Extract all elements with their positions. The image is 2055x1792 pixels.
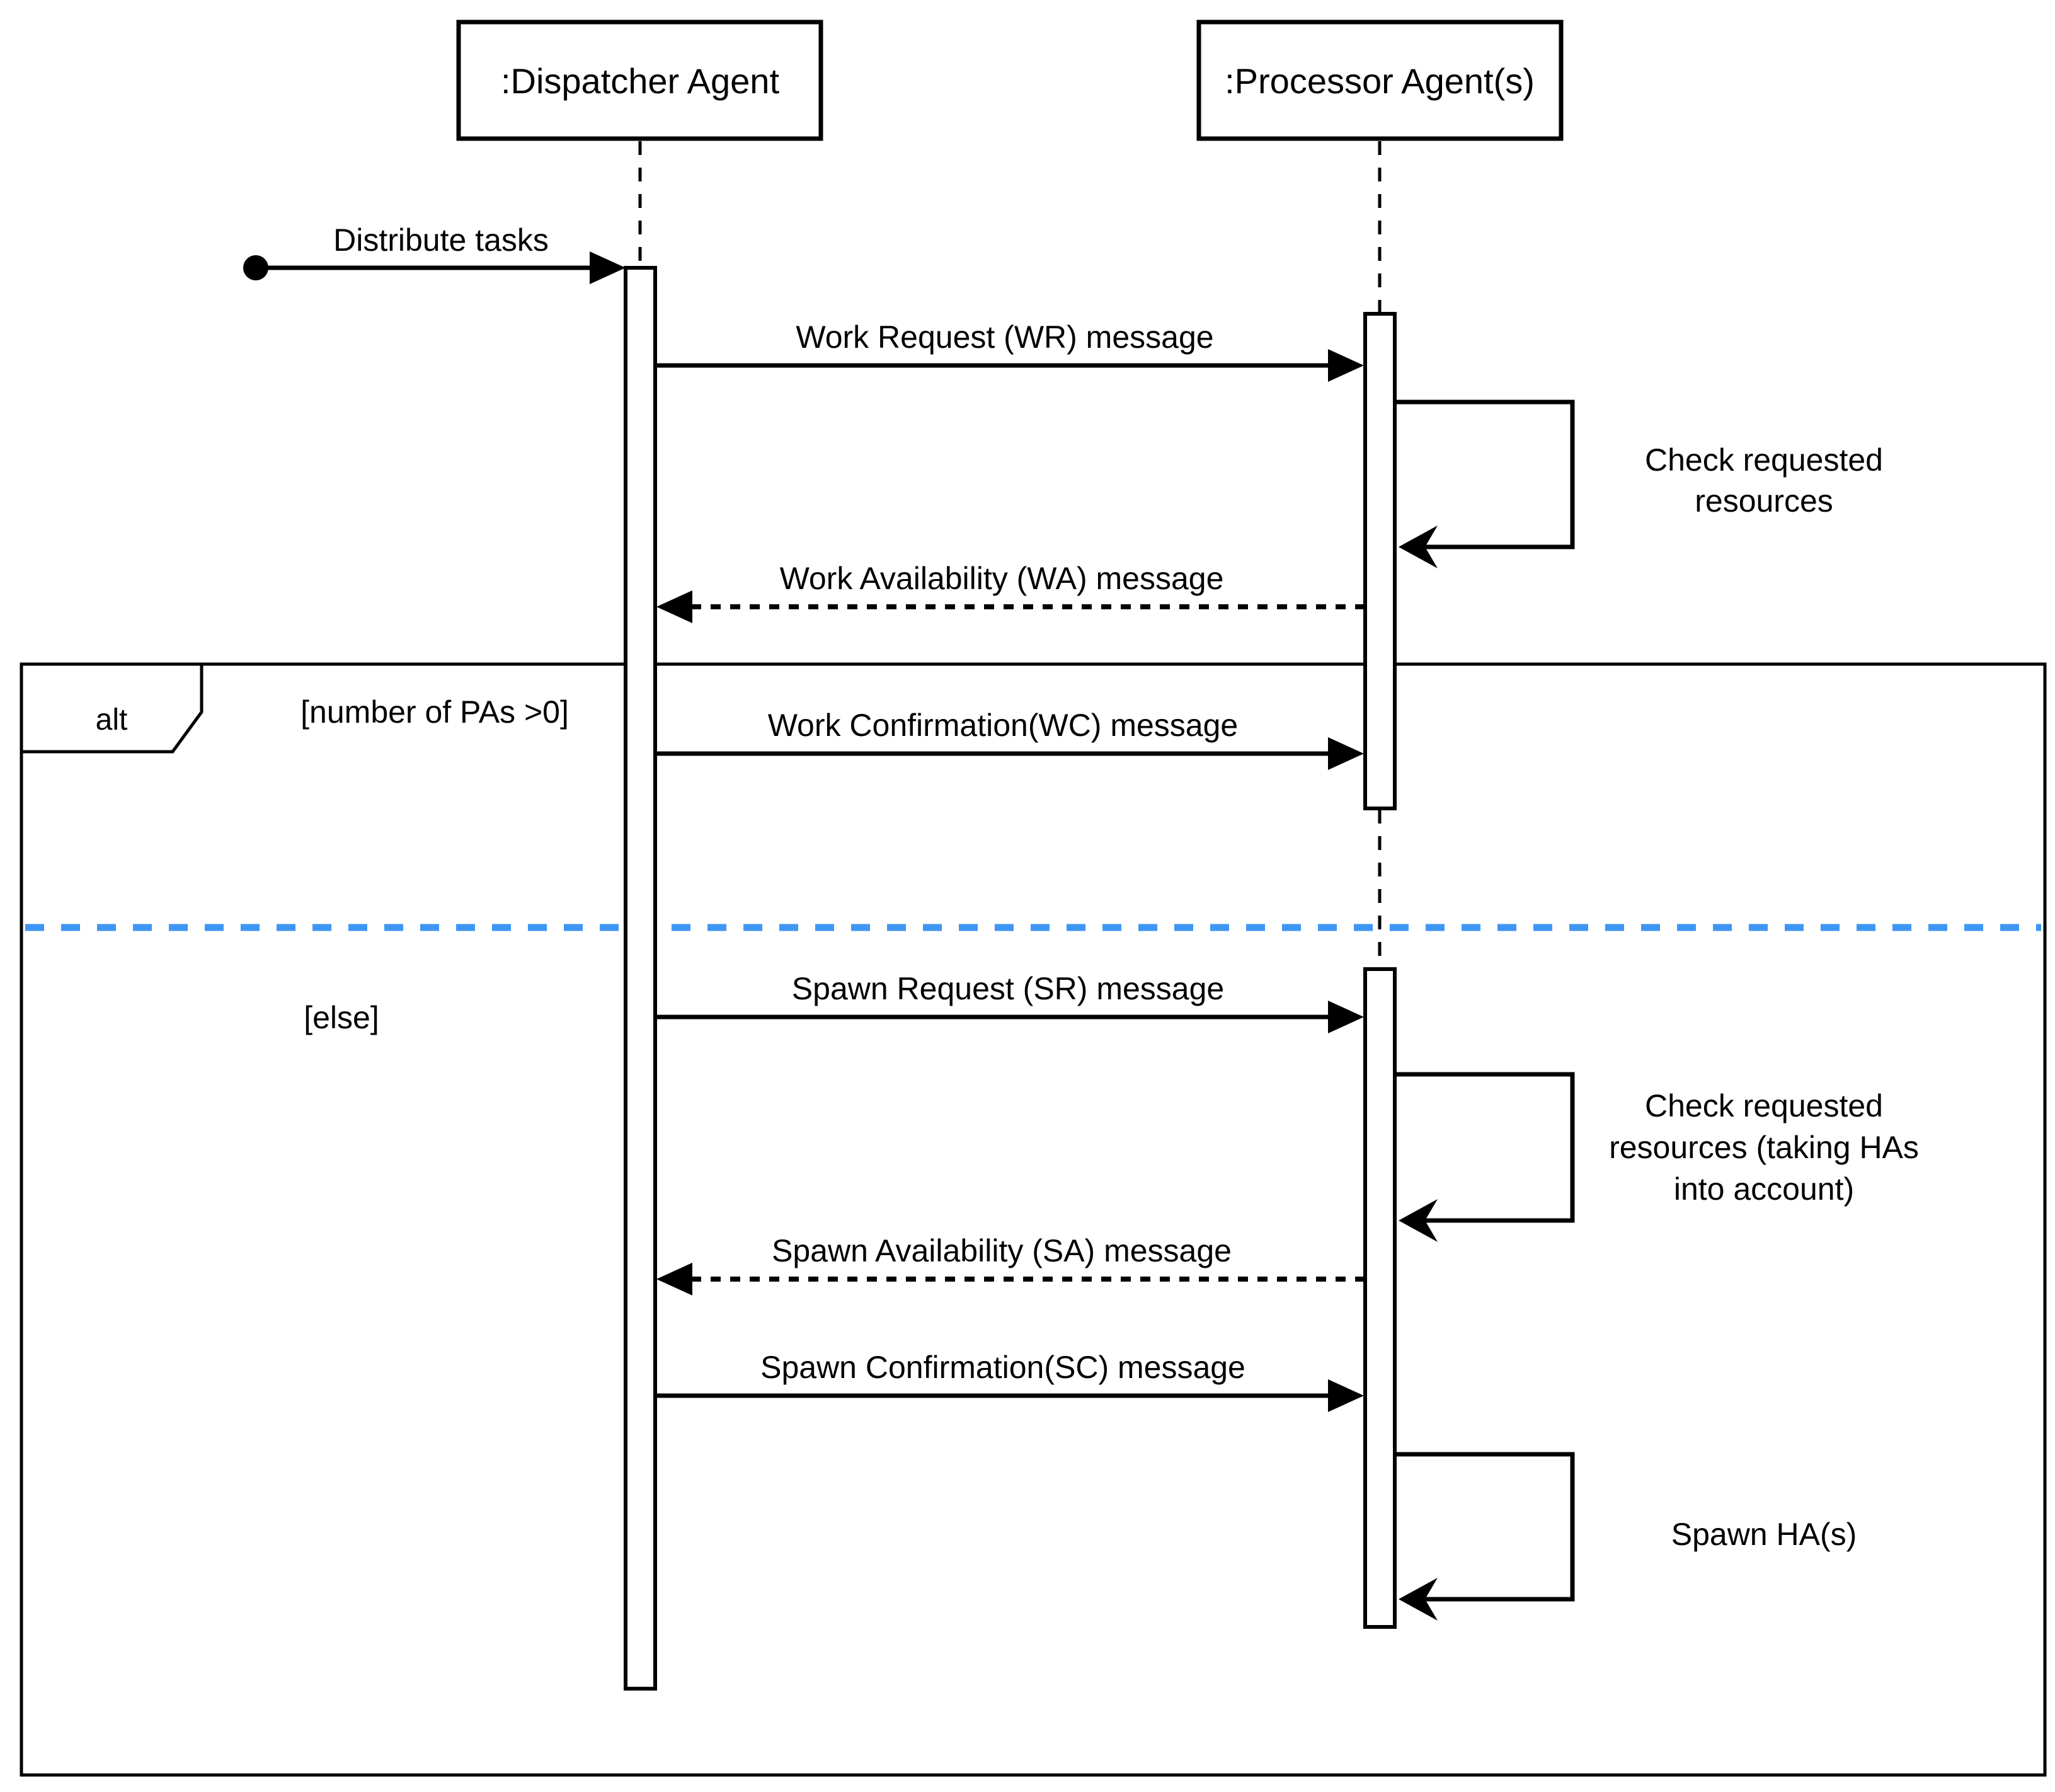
found-message-label: Distribute tasks	[333, 222, 549, 258]
self-message-2-line-1: Check requested	[1645, 1088, 1883, 1123]
arrowhead-return	[1399, 1199, 1438, 1242]
self-message-check-resources-has: Check requested resources (taking HAs in…	[1395, 1072, 1919, 1242]
self-message-1-line-1: Check requested	[1645, 442, 1883, 478]
arrowhead-return	[1399, 526, 1438, 568]
message-spawn-request: Spawn Request (SR) message	[655, 971, 1364, 1033]
arrowhead-left	[656, 1263, 692, 1295]
message-work-availability: Work Availability (WA) message	[656, 561, 1365, 623]
dispatcher-label: :Dispatcher Agent	[501, 61, 779, 101]
alt-guard-top: [number of PAs >0]	[301, 694, 569, 730]
self-message-3-line-1: Spawn HA(s)	[1671, 1517, 1857, 1552]
arrowhead-left	[656, 590, 692, 623]
arrowhead-right	[1328, 349, 1364, 382]
processor-label: :Processor Agent(s)	[1225, 61, 1535, 101]
message-spawn-confirmation: Spawn Confirmation(SC) message	[655, 1350, 1364, 1412]
self-message-spawn-ha: Spawn HA(s)	[1395, 1452, 1857, 1621]
message-spawn-availability-label: Spawn Availability (SA) message	[772, 1233, 1232, 1268]
arrowhead-right	[590, 251, 626, 284]
arrowhead-return	[1399, 1578, 1438, 1621]
alt-operator-label: alt	[96, 703, 128, 737]
processor-lifeline-header: :Processor Agent(s)	[1196, 20, 1564, 141]
self-message-2-line-3: into account)	[1674, 1171, 1854, 1207]
processor-activation-bar-1	[1363, 312, 1397, 810]
arrowhead-right	[1328, 1379, 1364, 1412]
dispatcher-activation-bar	[624, 266, 657, 1691]
self-message-1-line-2: resources	[1695, 483, 1833, 519]
message-spawn-availability: Spawn Availability (SA) message	[656, 1233, 1365, 1295]
alt-operator-pentagon	[20, 662, 203, 754]
message-work-request: Work Request (WR) message	[655, 319, 1364, 382]
dispatcher-lifeline-header: :Dispatcher Agent	[456, 20, 823, 141]
self-message-check-resources: Check requested resources	[1395, 399, 1883, 568]
message-work-request-label: Work Request (WR) message	[796, 319, 1213, 355]
message-spawn-confirmation-label: Spawn Confirmation(SC) message	[760, 1350, 1245, 1385]
arrowhead-right	[1328, 1001, 1364, 1033]
arrowhead-right	[1328, 737, 1364, 770]
alt-fragment-frame	[20, 662, 2047, 1777]
message-work-confirmation-label: Work Confirmation(WC) message	[768, 708, 1238, 743]
processor-activation-bar-2	[1363, 967, 1397, 1629]
message-work-availability-label: Work Availability (WA) message	[780, 561, 1224, 596]
message-spawn-request-label: Spawn Request (SR) message	[792, 971, 1224, 1006]
found-message-endpoint	[243, 255, 268, 280]
alt-guard-else: [else]	[304, 1000, 379, 1035]
self-message-2-line-2: resources (taking HAs	[1609, 1130, 1919, 1165]
found-message-distribute-tasks: Distribute tasks	[243, 222, 626, 284]
message-work-confirmation: Work Confirmation(WC) message	[655, 708, 1364, 770]
